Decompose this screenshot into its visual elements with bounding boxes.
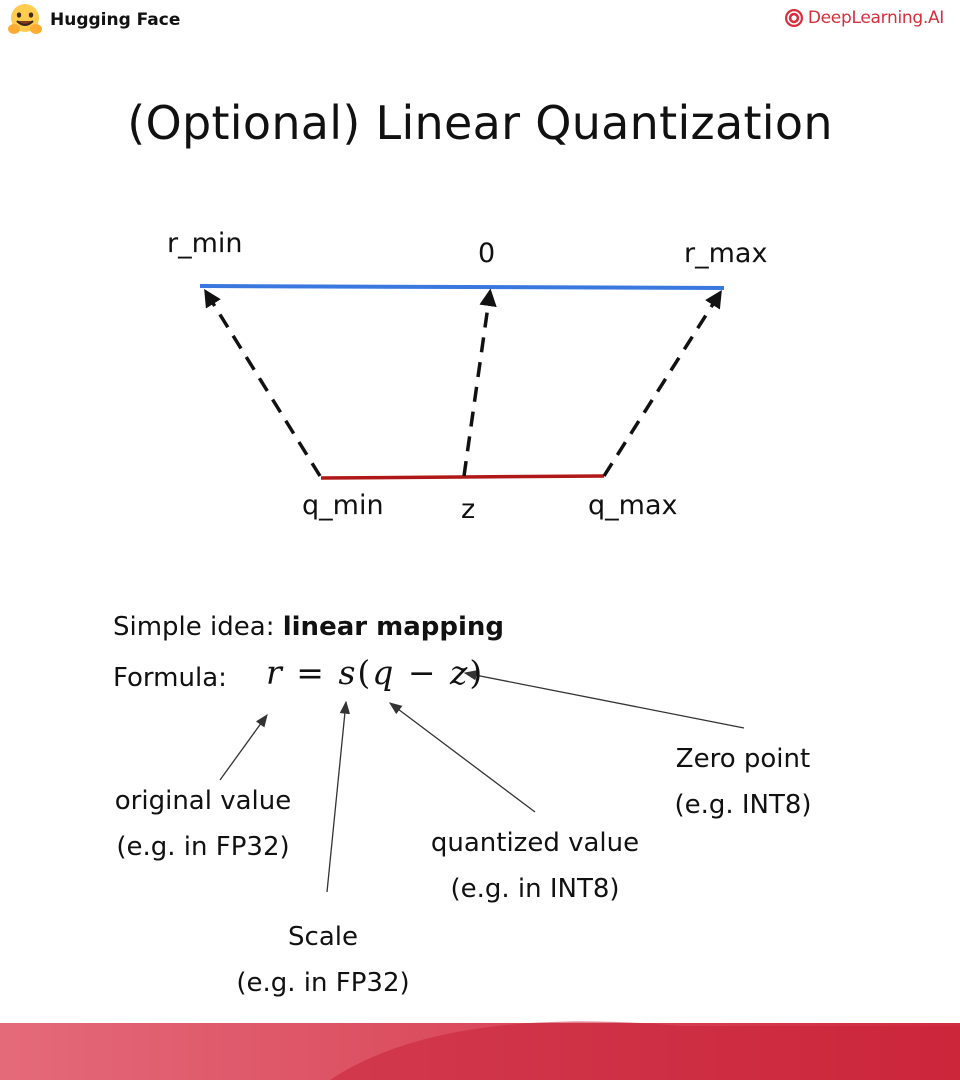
deeplearning-swirl-icon [784,9,803,27]
formula-expression: r = s(q − z) [266,653,484,692]
annotation-zero-point: Zero point (e.g. INT8) [650,736,836,828]
label-r-max: r_max [684,238,768,269]
label-zero: 0 [478,238,496,269]
deeplearning-ai-logo: DeepLearning.AI [784,8,944,28]
annotation-zero-point-title: Zero point [675,744,811,774]
label-q-max: q_max [588,490,678,521]
formula-open-paren: ( [357,653,373,692]
pointer-scale [326,700,351,893]
annotation-original-value-detail: (e.g. in FP32) [116,832,290,862]
annotation-zero-point-detail: (e.g. INT8) [674,790,812,820]
annotation-scale-detail: (e.g. in FP32) [236,968,410,998]
annotation-original-value-title: original value [114,786,292,816]
hugging-face-emoji-icon [8,4,42,34]
simple-idea-line: Simple idea: linear mapping [113,612,504,642]
pointer-zero-point [463,670,745,729]
formula-s: s [338,653,358,692]
label-r-min: r_min [167,228,243,259]
deeplearning-wordmark: DeepLearning.AI [807,8,944,28]
real-range-line [199,284,725,290]
pointer-quantized-value [388,702,536,813]
annotation-scale-title: Scale [288,922,358,952]
hugging-face-logo: Hugging Face [6,2,180,38]
annotation-quantized-value: quantized value (e.g. in INT8) [405,820,665,912]
quantized-range-line [320,474,605,480]
label-q-min: q_min [302,490,384,521]
simple-idea-prefix: Simple idea: [113,612,283,642]
formula-close-paren: ) [469,653,485,692]
formula-r: r [266,653,284,692]
simple-idea-bold: linear mapping [282,612,505,642]
annotation-original-value: original value (e.g. in FP32) [92,778,314,870]
arrow-qmin-to-rmin [204,289,322,477]
formula-minus: − [407,653,438,692]
pointer-original-value [219,713,268,781]
formula-z: z [450,653,470,692]
arrow-qmax-to-rmax [602,290,722,477]
formula-equals: = [296,653,326,692]
formula-label: Formula: [113,663,227,693]
annotation-quantized-value-title: quantized value [430,828,640,858]
annotation-scale: Scale (e.g. in FP32) [212,914,434,1006]
hugging-face-wordmark: Hugging Face [50,10,181,30]
slide-title: (Optional) Linear Quantization [127,96,833,150]
formula-q: q [372,653,396,692]
footer-band-wave [330,1021,960,1080]
label-z: z [461,494,476,525]
arrow-z-to-zero [462,288,497,477]
annotation-quantized-value-detail: (e.g. in INT8) [450,874,620,904]
